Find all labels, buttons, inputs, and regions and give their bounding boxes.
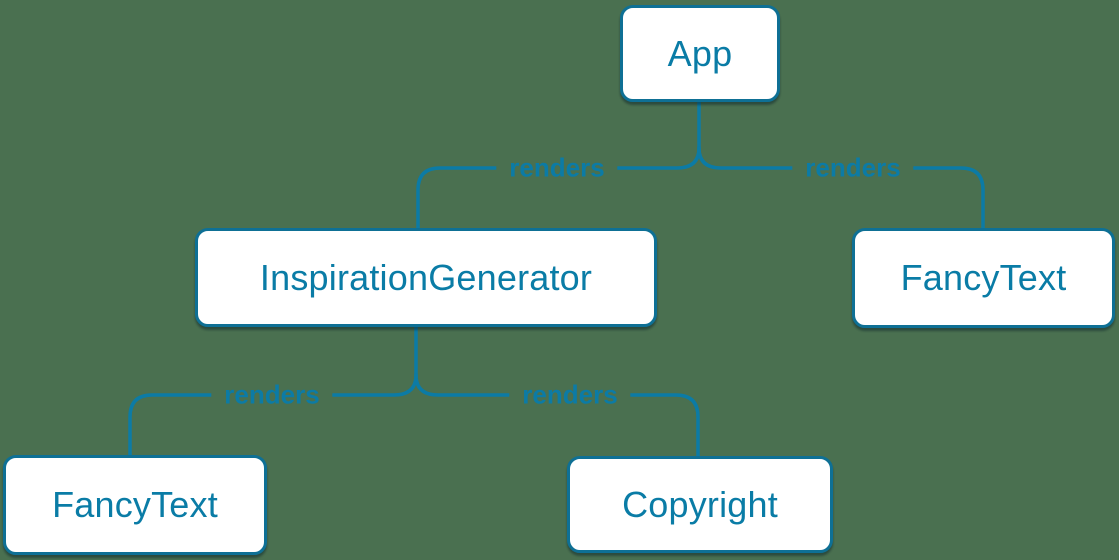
edge-inspiration-generator-to-fancy-text-left [128, 373, 418, 457]
node-copyright-label: Copyright [622, 483, 778, 525]
edge-label-renders: renders [792, 154, 914, 183]
node-app-label: App [667, 32, 733, 74]
edge-app-to-fancy-text-right [697, 146, 985, 230]
node-inspiration-generator-label: InspirationGenerator [259, 256, 593, 298]
edge-label-renders: renders [509, 381, 631, 410]
node-fancy-text-left-label: FancyText [52, 484, 218, 525]
edge-inspiration-generator-to-copyright [414, 373, 700, 458]
node-fancy-text-right: FancyText [852, 228, 1115, 328]
edge-label-renders: renders [211, 381, 333, 410]
node-fancy-text-left: FancyText [3, 455, 267, 555]
edge-app-to-inspiration-generator [416, 146, 701, 230]
node-inspiration-generator: InspirationGenerator [195, 228, 657, 327]
node-app: App [620, 5, 780, 102]
node-fancy-text-right-label: FancyText [900, 257, 1067, 298]
edge-label-renders: renders [496, 154, 618, 183]
node-copyright: Copyright [567, 456, 833, 553]
